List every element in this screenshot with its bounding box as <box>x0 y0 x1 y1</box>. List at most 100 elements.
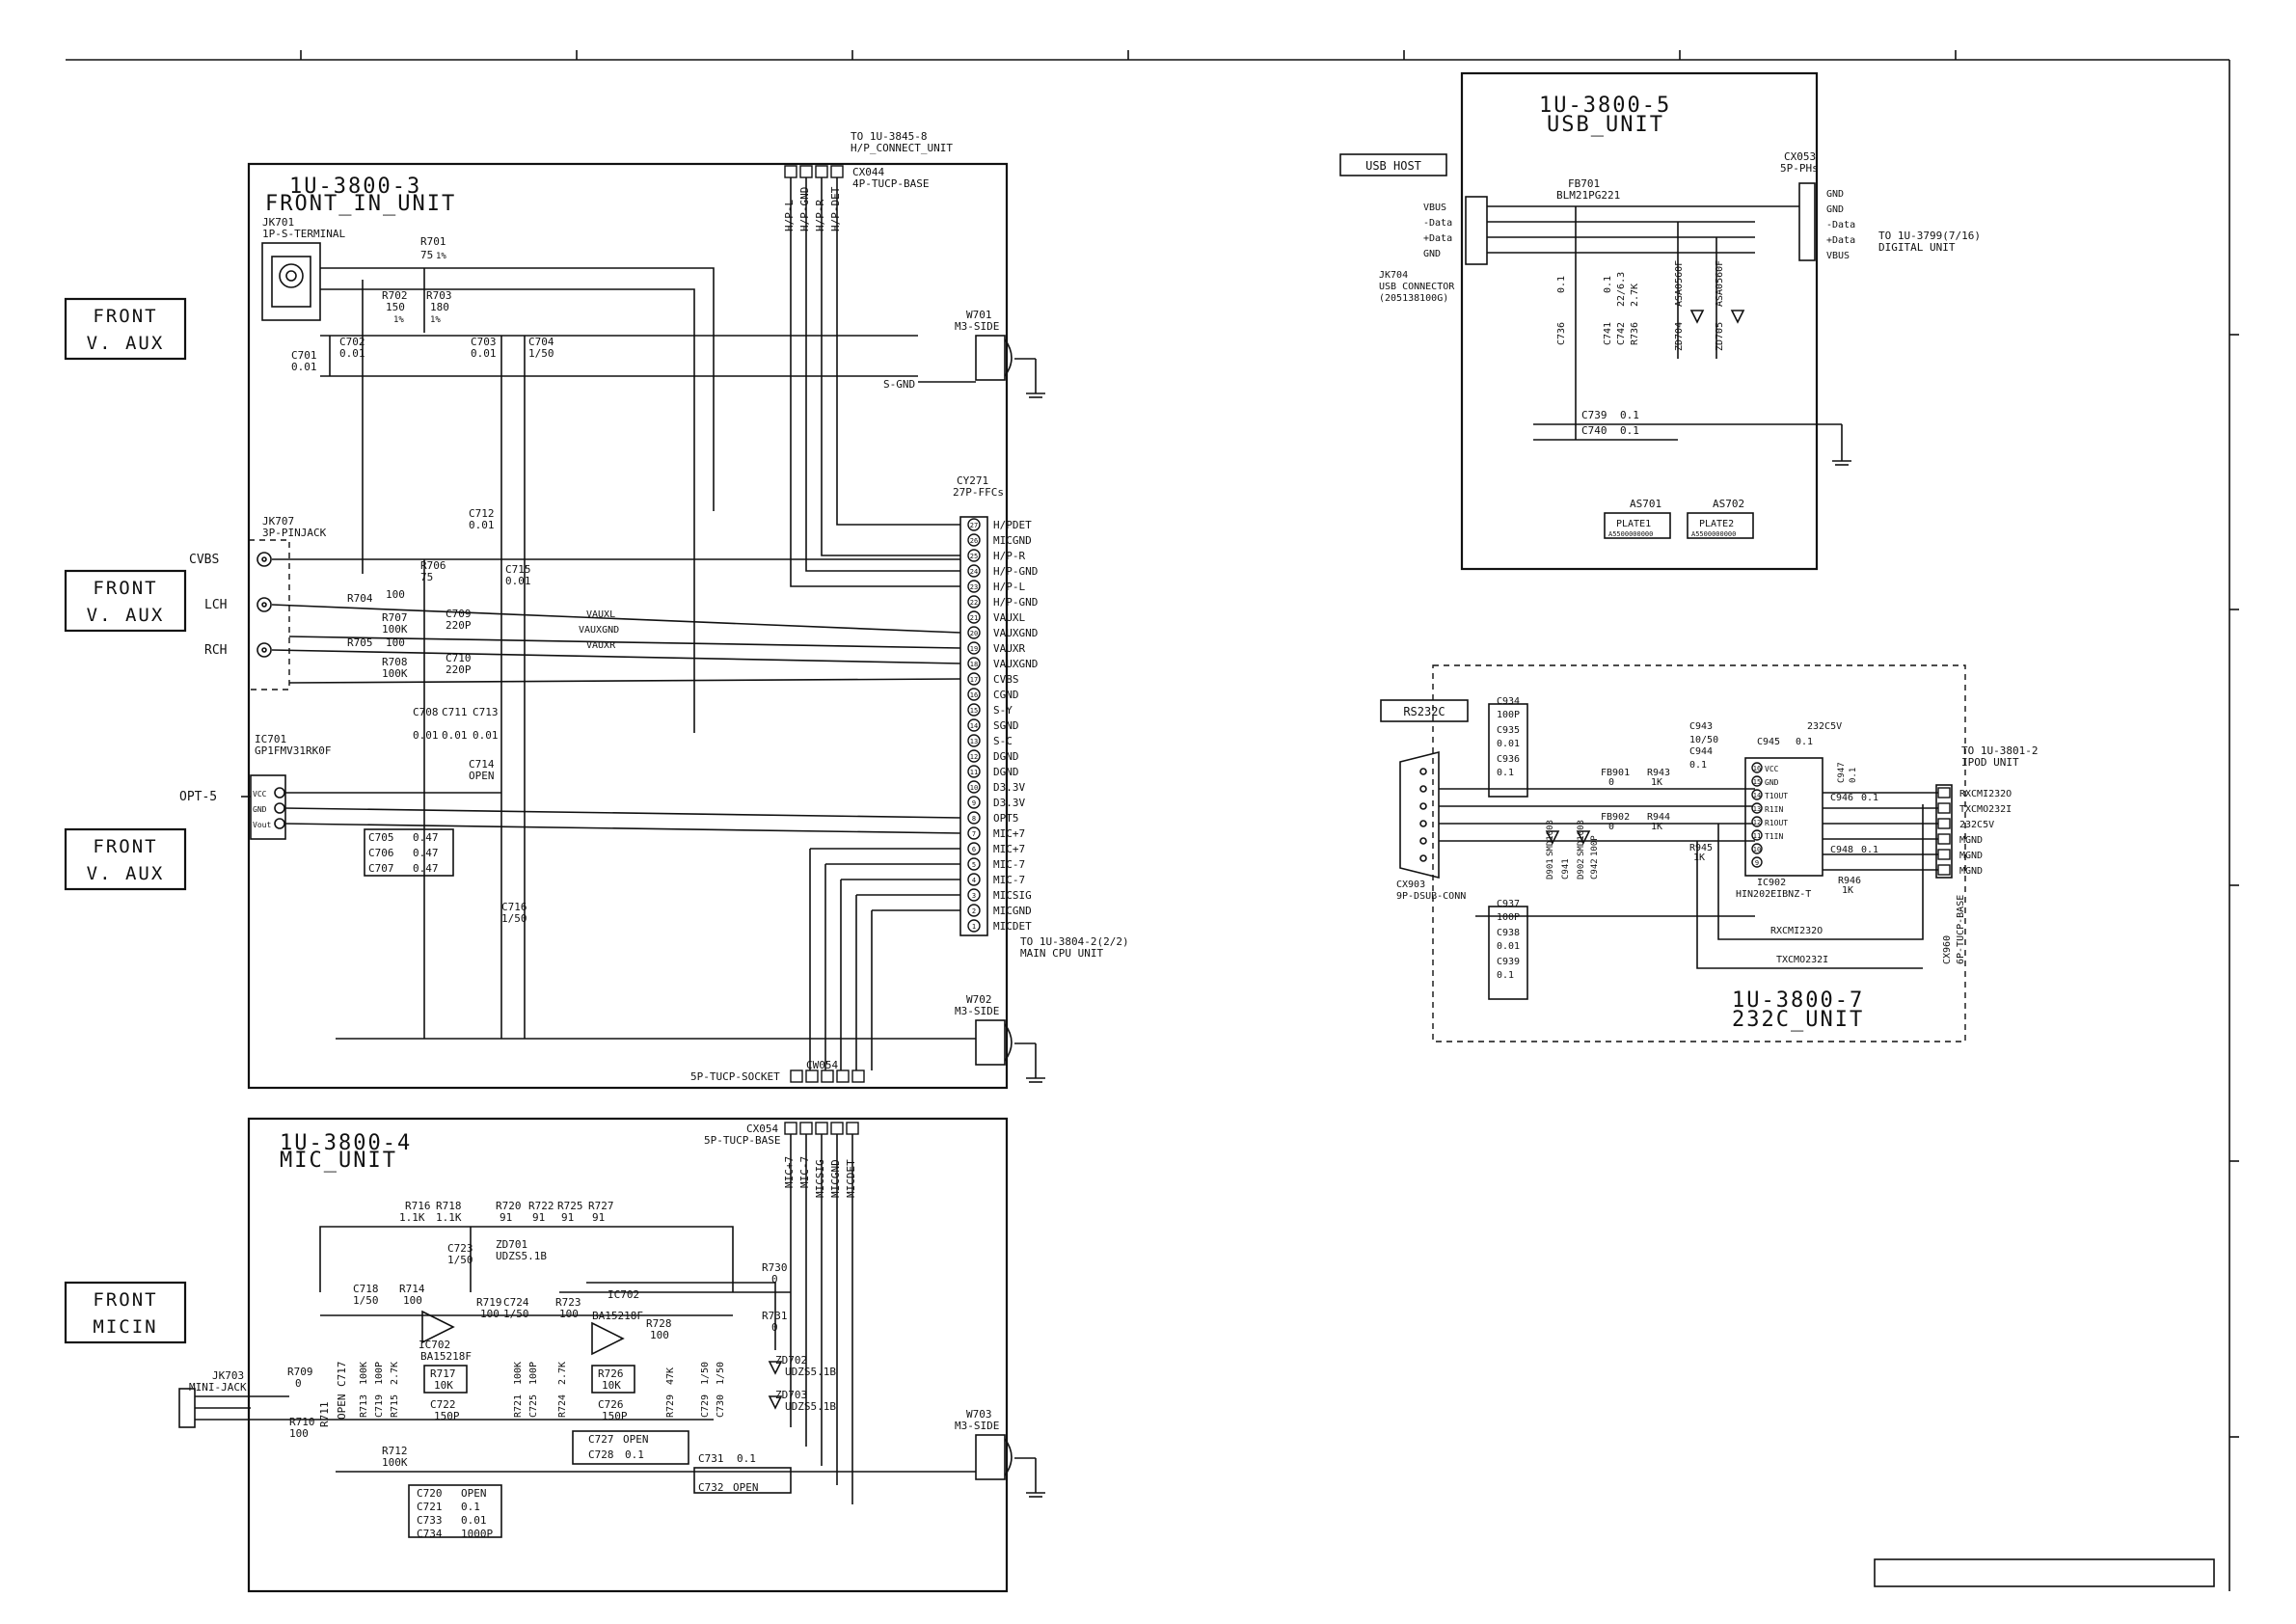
svg-text:VCC: VCC <box>253 790 267 798</box>
svg-text:0.1: 0.1 <box>461 1501 480 1513</box>
ref-label: JK701 <box>262 216 294 229</box>
svg-text:TO 1U-3799(7/16): TO 1U-3799(7/16) <box>1878 230 1981 242</box>
svg-text:C710: C710 <box>446 652 472 664</box>
front-vaux-label: V. AUX <box>87 605 165 626</box>
pin-number: 15 <box>1753 778 1761 786</box>
svg-text:ASA0560F: ASA0560F <box>1715 260 1725 307</box>
svg-text:0.1: 0.1 <box>1849 768 1858 783</box>
svg-text:0.1: 0.1 <box>1620 424 1639 437</box>
svg-text:C725: C725 <box>528 1394 539 1418</box>
svg-text:M3-SIDE: M3-SIDE <box>955 320 999 333</box>
svg-text:C736: C736 <box>1556 322 1567 345</box>
pin-label: DGND <box>993 750 1019 763</box>
svg-text:FB901: FB901 <box>1601 768 1630 778</box>
pin-label: MICGND <box>993 534 1032 547</box>
pin-label: VCC <box>1765 765 1779 773</box>
svg-text:0.01: 0.01 <box>505 575 531 587</box>
svg-text:MIC+7: MIC+7 <box>783 1156 796 1188</box>
svg-text:C728: C728 <box>588 1448 614 1461</box>
svg-text:GND: GND <box>253 805 267 814</box>
connector-pin <box>967 888 981 902</box>
svg-text:GP1FMV31RK0F: GP1FMV31RK0F <box>255 744 331 757</box>
svg-text:VAUXGND: VAUXGND <box>579 625 619 636</box>
pin-label: H/PDET <box>993 519 1032 531</box>
svg-text:1/50: 1/50 <box>716 1362 726 1385</box>
svg-text:VBUS: VBUS <box>1826 251 1850 261</box>
svg-text:1/50: 1/50 <box>501 912 527 925</box>
pin-number: 2 <box>972 907 976 915</box>
jk707-pinjack <box>248 539 290 690</box>
svg-text:TO 1U-3801-2: TO 1U-3801-2 <box>1961 744 2038 757</box>
jk701-terminal <box>261 242 321 321</box>
pin-number: 4 <box>972 877 976 884</box>
svg-text:UDZS5.1B: UDZS5.1B <box>496 1250 547 1262</box>
pin-number: 1 <box>972 923 976 931</box>
usb-host-box <box>1339 153 1447 176</box>
svg-text:FB902: FB902 <box>1601 812 1630 823</box>
svg-text:1K: 1K <box>1842 885 1853 896</box>
svg-text:0.1: 0.1 <box>1689 760 1707 771</box>
connector-pin <box>967 688 981 701</box>
svg-text:100K: 100K <box>359 1362 369 1385</box>
w702-connector <box>975 1019 1006 1066</box>
pin-label: MGND <box>1959 835 1983 846</box>
svg-text:C731: C731 <box>698 1452 724 1465</box>
cx960-connector <box>1935 784 1953 879</box>
pin-label: R1IN <box>1765 805 1783 814</box>
pin-label: MIC-7 <box>993 874 1025 886</box>
pin-number: 11 <box>1753 832 1761 840</box>
svg-text:1K: 1K <box>1651 822 1662 832</box>
mic-unit: 1U-3800-4 MIC_UNIT CX054 5P-TUCP-BASE MI… <box>178 1117 1045 1593</box>
pin-label: GND <box>1765 778 1779 787</box>
connector-pin <box>967 842 981 855</box>
svg-text:OPT-5: OPT-5 <box>179 790 217 804</box>
pin-number: 14 <box>970 722 978 730</box>
svg-text:H/P-GND: H/P-GND <box>798 187 811 231</box>
cx903-dsub-connector <box>1399 750 1440 880</box>
svg-text:0.01: 0.01 <box>461 1514 487 1527</box>
pin-label: S-Y <box>993 704 1013 717</box>
svg-text:0.1: 0.1 <box>1796 737 1813 747</box>
svg-text:TO 1U-3804-2(2/2): TO 1U-3804-2(2/2) <box>1020 935 1129 948</box>
svg-text:100: 100 <box>650 1329 669 1341</box>
svg-text:0.01: 0.01 <box>473 729 499 742</box>
svg-text:R721: R721 <box>513 1394 524 1418</box>
connector-pin <box>967 857 981 871</box>
pin-label: VAUXR <box>993 642 1025 655</box>
svg-text:ASA0560F: ASA0560F <box>1674 260 1685 307</box>
svg-text:+Data: +Data <box>1423 233 1452 244</box>
opamp-symbol <box>421 1310 455 1344</box>
svg-text:1U-3800-5: 1U-3800-5 <box>1539 94 1671 118</box>
svg-text:MICDET: MICDET <box>845 1159 857 1198</box>
svg-text:AS702: AS702 <box>1713 498 1744 510</box>
svg-text:FB701: FB701 <box>1568 177 1600 190</box>
front-vaux-label: FRONT <box>93 836 157 857</box>
svg-text:A5500000000: A5500000000 <box>1691 530 1736 538</box>
svg-text:C701: C701 <box>291 349 317 362</box>
svg-text:C948: C948 <box>1830 845 1853 855</box>
ic-pin <box>1751 802 1763 814</box>
svg-text:10K: 10K <box>434 1379 453 1392</box>
connector-pin <box>967 518 981 531</box>
svg-text:C705: C705 <box>368 831 394 844</box>
svg-text:4P-TUCP-BASE: 4P-TUCP-BASE <box>852 177 929 190</box>
svg-text:A5500000000: A5500000000 <box>1608 530 1653 538</box>
svg-text:0.01: 0.01 <box>469 519 495 531</box>
pin-label: R1OUT <box>1765 819 1788 827</box>
svg-text:232C_UNIT: 232C_UNIT <box>1732 1008 1864 1032</box>
svg-text:10K: 10K <box>602 1379 621 1392</box>
svg-text:+Data: +Data <box>1826 235 1855 246</box>
svg-text:C934: C934 <box>1497 696 1520 707</box>
svg-text:-Data: -Data <box>1423 218 1452 229</box>
svg-text:IPOD UNIT: IPOD UNIT <box>1961 756 2019 769</box>
svg-text:1K: 1K <box>1693 853 1705 863</box>
svg-text:1K: 1K <box>1651 777 1662 788</box>
svg-text:C704: C704 <box>528 336 554 348</box>
svg-text:100K: 100K <box>382 1456 408 1469</box>
svg-text:MINI-JACK: MINI-JACK <box>189 1381 247 1394</box>
svg-text:RS232C: RS232C <box>1403 705 1445 718</box>
svg-text:1.1K: 1.1K <box>399 1211 425 1224</box>
front-vaux-label: FRONT <box>93 306 157 327</box>
